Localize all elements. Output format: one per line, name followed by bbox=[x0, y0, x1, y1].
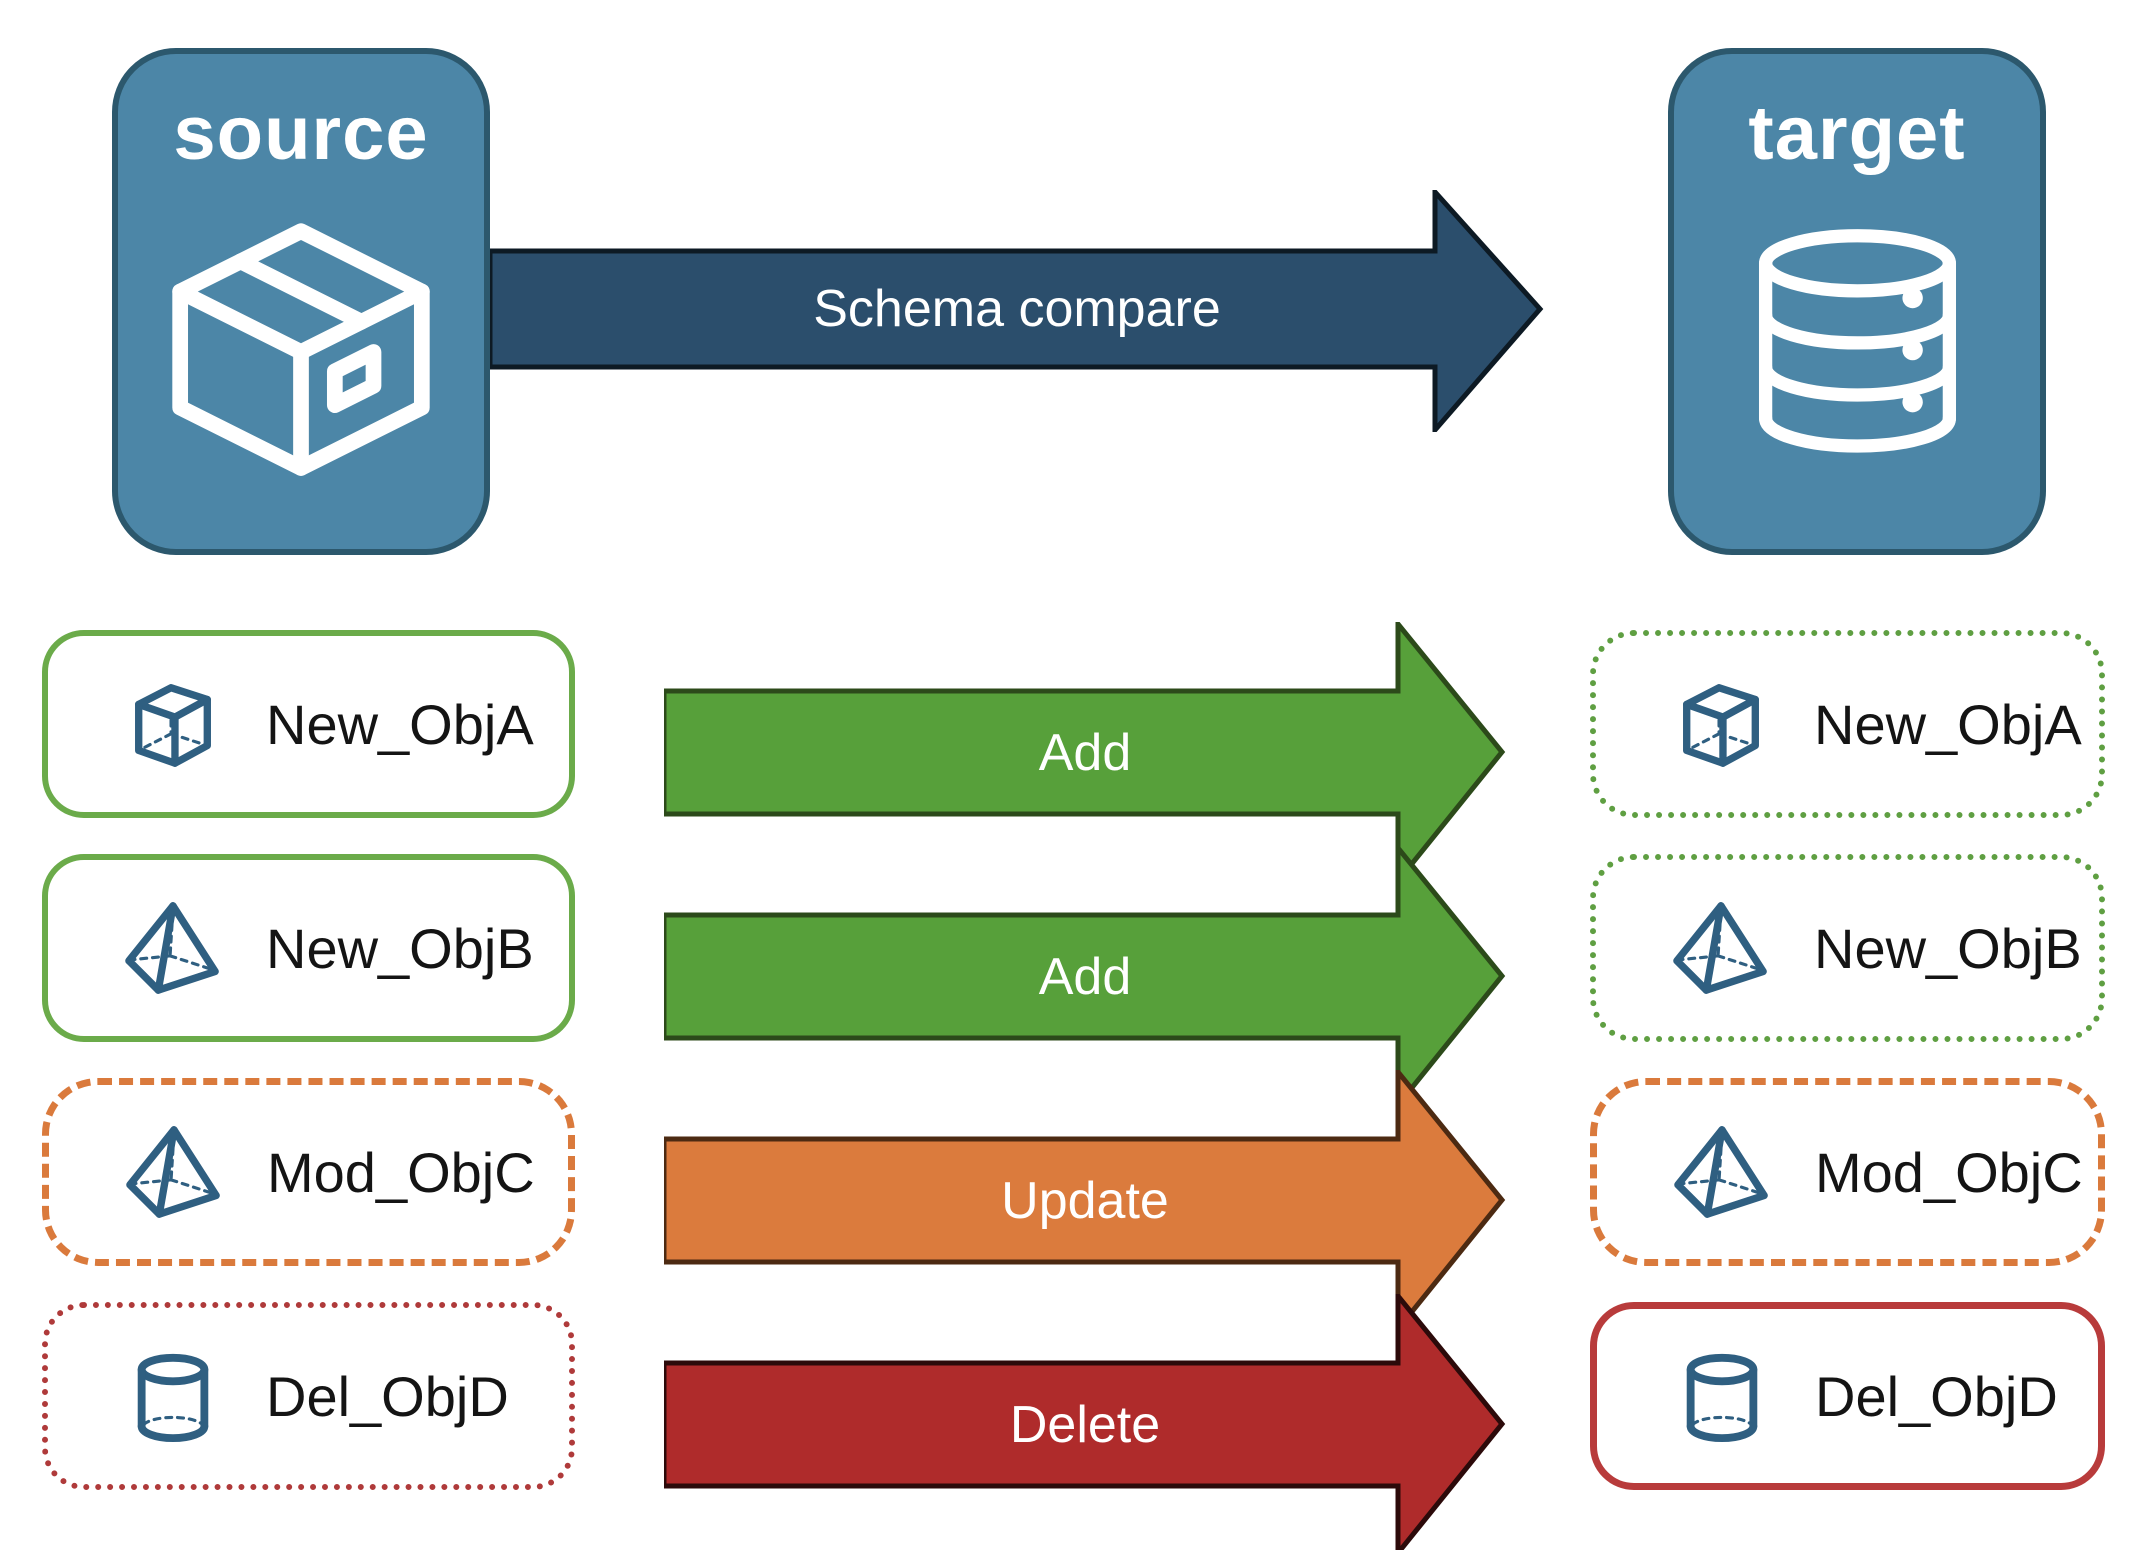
target-node-label: target bbox=[1748, 91, 1966, 176]
diff-row-mod-objc: Mod_ObjC Update Mod_ObjC bbox=[0, 1070, 2150, 1332]
source-node: source bbox=[112, 48, 490, 555]
delete-arrow-label: Delete bbox=[1009, 1396, 1161, 1454]
diff-row-del-objd: Del_ObjD Delete Del_ObjD bbox=[0, 1294, 2150, 1550]
object-label: Mod_ObjC bbox=[267, 1140, 535, 1204]
object-label: New_ObjA bbox=[266, 692, 534, 756]
pyramid-icon bbox=[1673, 902, 1767, 994]
object-label: Del_ObjD bbox=[1815, 1364, 2058, 1428]
source-node-label: source bbox=[173, 91, 429, 176]
source-object-box: New_ObjB bbox=[42, 854, 575, 1042]
object-label: Mod_ObjC bbox=[1815, 1140, 2083, 1204]
pyramid-icon bbox=[125, 902, 219, 994]
cube-icon bbox=[135, 684, 211, 767]
object-label: New_ObjA bbox=[1814, 692, 2082, 756]
schema-compare-arrow bbox=[490, 190, 1544, 432]
add-arrow bbox=[664, 846, 1506, 1108]
object-label: New_ObjB bbox=[1814, 916, 2082, 980]
cube-icon bbox=[1683, 684, 1759, 767]
package-icon bbox=[172, 223, 430, 476]
diff-row-new-obja: New_ObjA Add New_ObjA bbox=[0, 622, 2150, 884]
update-arrow-label: Update bbox=[1001, 1172, 1169, 1230]
target-node: target bbox=[1668, 48, 2046, 555]
source-object-box: Mod_ObjC bbox=[42, 1078, 575, 1266]
source-object-box: Del_ObjD bbox=[42, 1302, 575, 1490]
source-object-box: New_ObjA bbox=[42, 630, 575, 818]
schema-compare-arrow-label: Schema compare bbox=[813, 280, 1221, 338]
database-icon bbox=[1758, 229, 1956, 453]
target-object-box: New_ObjA bbox=[1590, 630, 2105, 818]
target-object-box: Mod_ObjC bbox=[1590, 1078, 2105, 1266]
diff-row-new-objb: New_ObjB Add New_ObjB bbox=[0, 846, 2150, 1108]
target-object-box: New_ObjB bbox=[1590, 854, 2105, 1042]
cylinder-icon bbox=[137, 1353, 209, 1443]
add-arrow-label: Add bbox=[1038, 948, 1132, 1006]
object-label: New_ObjB bbox=[266, 916, 534, 980]
update-arrow bbox=[664, 1070, 1506, 1332]
pyramid-icon bbox=[126, 1126, 220, 1218]
cylinder-icon bbox=[1686, 1353, 1758, 1443]
add-arrow bbox=[664, 622, 1506, 884]
delete-arrow bbox=[664, 1294, 1506, 1550]
target-object-box: Del_ObjD bbox=[1590, 1302, 2105, 1490]
add-arrow-label: Add bbox=[1038, 724, 1132, 782]
object-label: Del_ObjD bbox=[266, 1364, 509, 1428]
pyramid-icon bbox=[1674, 1126, 1768, 1218]
